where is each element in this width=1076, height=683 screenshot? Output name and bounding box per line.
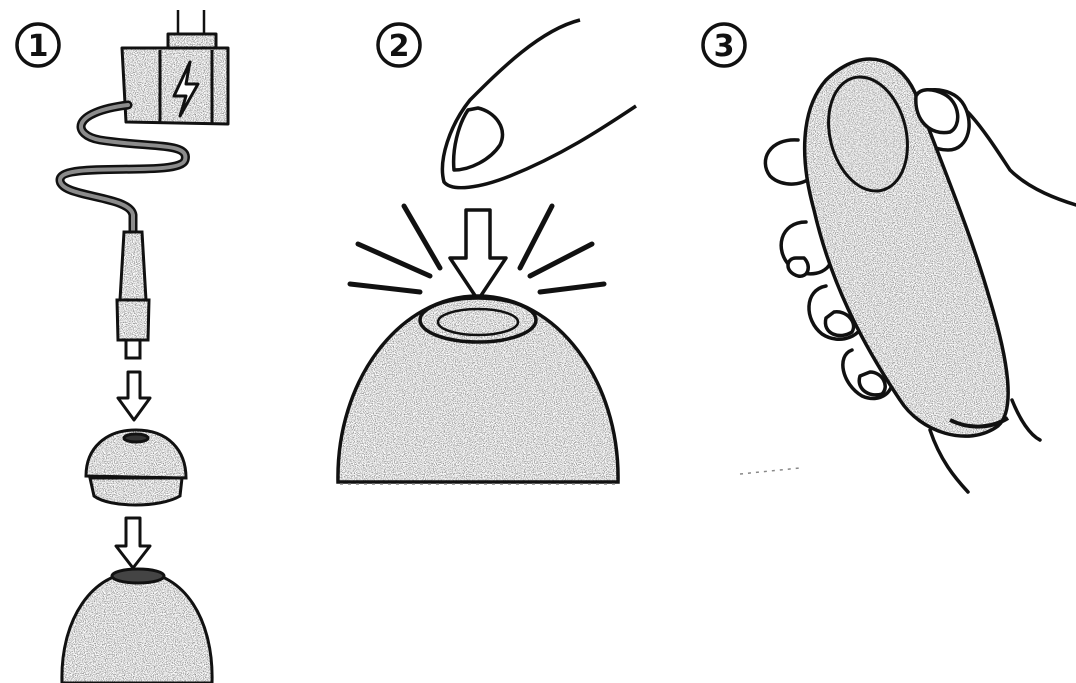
step-2-group: 2 <box>338 20 800 484</box>
step-3-number: 3 <box>714 29 735 64</box>
charging-plug <box>117 232 149 358</box>
step-1-group: 1 <box>17 10 228 683</box>
device-cap <box>86 430 186 505</box>
step-2-badge: 2 <box>378 24 420 66</box>
arrow-down-icon <box>116 518 150 568</box>
device-body-step-1 <box>62 569 212 683</box>
device-body-step-3 <box>805 59 1008 436</box>
charger-icon <box>122 10 228 124</box>
step-1-badge: 1 <box>17 24 59 66</box>
device-body-step-2 <box>338 296 618 482</box>
arrow-down-icon <box>450 210 506 300</box>
finger-icon <box>442 20 636 188</box>
step-3-badge: 3 <box>703 24 745 66</box>
arrow-down-icon <box>118 372 150 420</box>
step-3-group: 3 <box>703 24 1076 492</box>
step-2-number: 2 <box>389 29 410 64</box>
step-1-number: 1 <box>28 29 49 64</box>
